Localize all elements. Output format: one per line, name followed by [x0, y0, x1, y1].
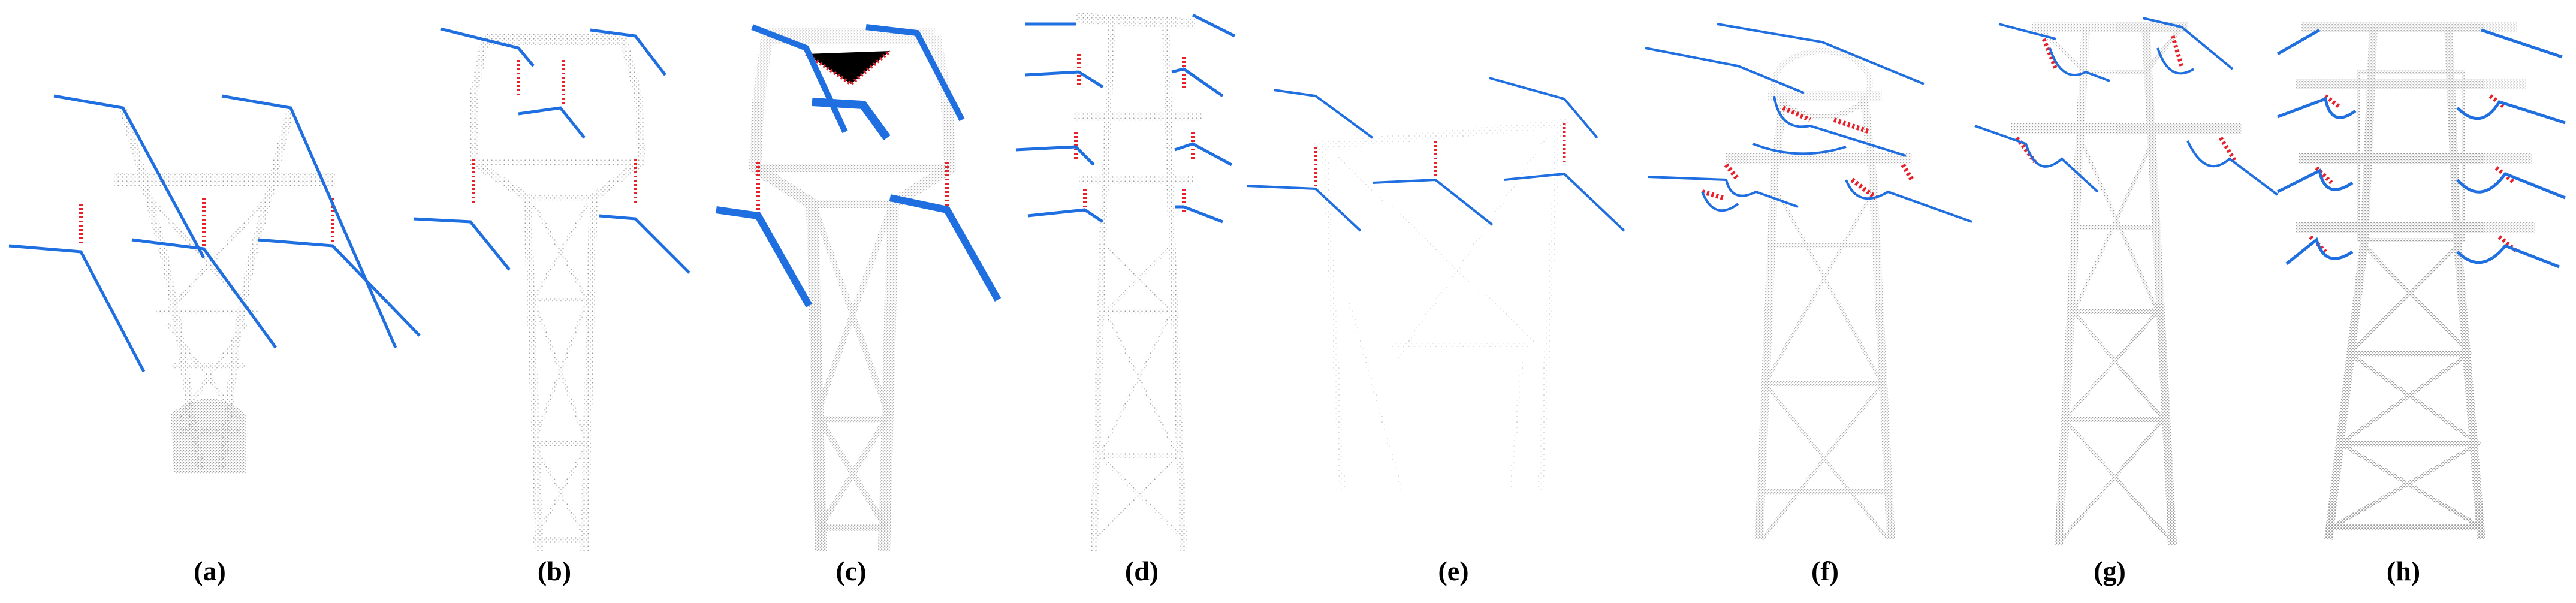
tower-point-cloud [469, 33, 646, 552]
tower-point-cloud [749, 28, 957, 552]
tower-point-cloud [1312, 119, 1571, 492]
panel-e: (e) [1246, 77, 1625, 586]
panel-c: (c) [716, 24, 1002, 586]
conductors [1974, 17, 2279, 196]
insulators [472, 60, 637, 204]
insulators [2015, 35, 2237, 164]
panel-h: (h) [2276, 22, 2566, 586]
panel-label: (g) [2094, 556, 2126, 586]
panel-label: (a) [194, 556, 226, 586]
insulators [756, 49, 949, 216]
insulators [1701, 105, 1914, 200]
conductors [716, 24, 1002, 307]
panel-label: (h) [2387, 556, 2420, 586]
conductors [1246, 77, 1625, 232]
tower-point-cloud [2296, 22, 2535, 540]
conductors [1015, 13, 1236, 224]
panel-label: (f) [1811, 556, 1839, 586]
panel-g: (g) [1974, 17, 2279, 586]
panel-d: (d) [1015, 13, 1236, 586]
conductors [1645, 23, 1972, 223]
panel-label: (c) [835, 556, 866, 586]
tower-point-cloud [2011, 22, 2242, 546]
tower-base-cluster [171, 399, 246, 474]
panel-b: (b) [413, 27, 690, 586]
panel-label: (e) [1438, 556, 1468, 586]
panel-a: (a) [8, 94, 421, 586]
panel-label: (d) [1125, 556, 1159, 586]
insulators [1074, 54, 1195, 213]
tower-point-cloud [1726, 48, 1912, 541]
insulators [79, 198, 334, 246]
insulators [1314, 123, 1566, 189]
conductors [413, 27, 690, 274]
conductors [8, 94, 421, 373]
conductors [2276, 28, 2566, 269]
panel-f: (f) [1645, 23, 1972, 586]
panel-label: (b) [538, 556, 571, 586]
tower-point-cloud [1073, 13, 1202, 552]
